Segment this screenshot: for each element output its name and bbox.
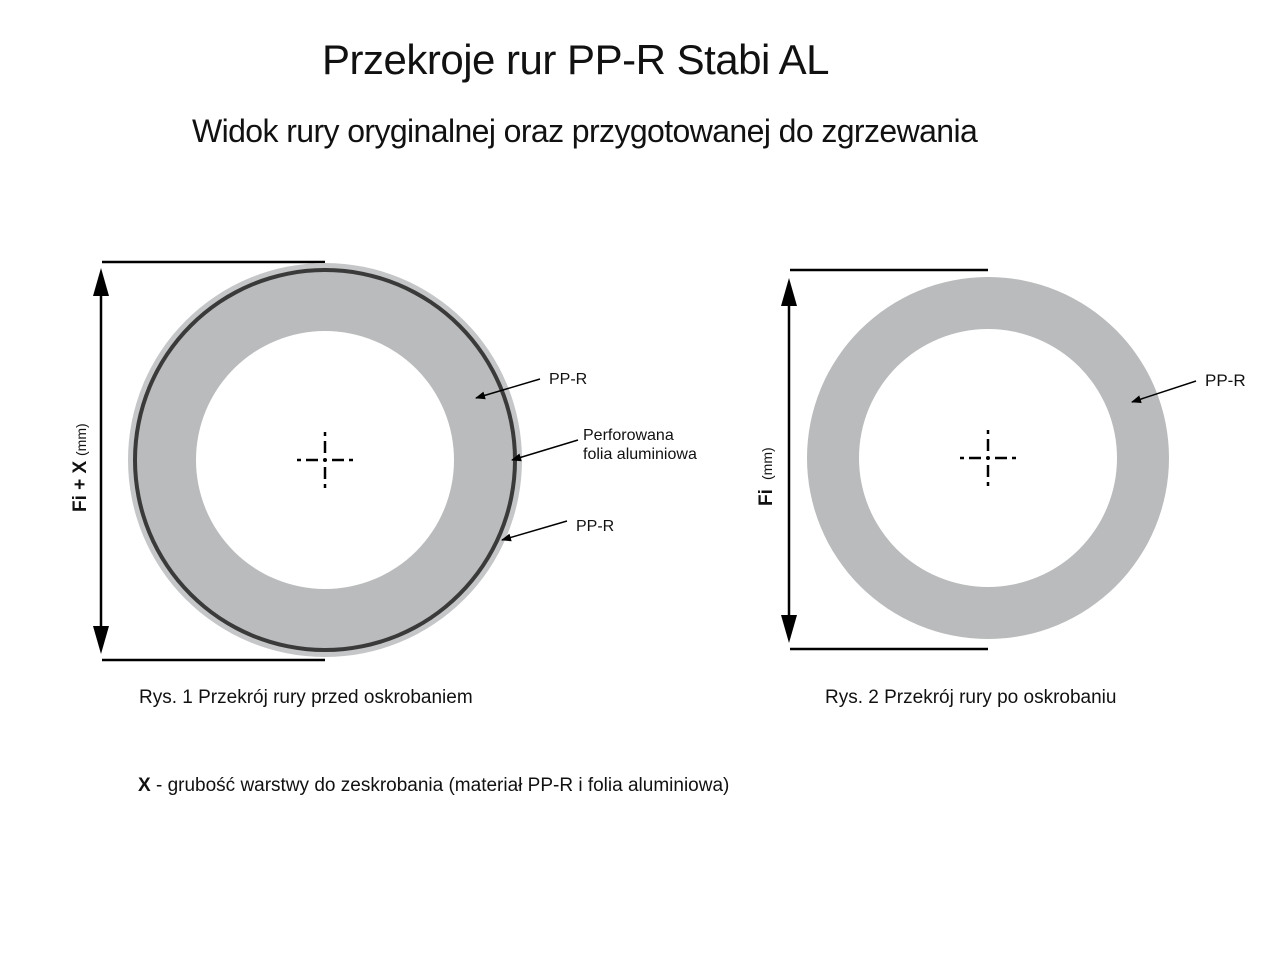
label-inner-pp-r: PP-R bbox=[549, 371, 587, 388]
dimension-label-main: Fi + X bbox=[70, 460, 91, 512]
label-outer-pp-r: PP-R bbox=[576, 518, 614, 535]
arrow-up-icon bbox=[781, 278, 797, 306]
note-text: - grubość warstwy do zeskrobania (materi… bbox=[150, 775, 730, 796]
dimension-label-fi: Fi (mm) bbox=[756, 447, 777, 506]
label-foil-line1: Perforowana bbox=[583, 427, 674, 444]
center-crosshair-icon bbox=[297, 432, 353, 488]
label-foil-line2: folia aluminiowa bbox=[583, 446, 697, 463]
figure-1-pipe-before-scraping: PP-R Perforowana folia aluminiowa PP-R F… bbox=[70, 260, 697, 662]
legend-note: X - grubość warstwy do zeskrobania (mate… bbox=[138, 775, 729, 797]
leader-arrow-foil bbox=[511, 439, 579, 462]
arrow-up-icon bbox=[93, 268, 109, 296]
leader-arrow-outer-pp-r bbox=[501, 520, 568, 542]
arrow-down-icon bbox=[781, 615, 797, 643]
page-subtitle: Widok rury oryginalnej oraz przygotowane… bbox=[192, 113, 978, 149]
note-symbol: X bbox=[138, 775, 151, 796]
page-title: Przekroje rur PP-R Stabi AL bbox=[322, 36, 830, 83]
label-pp-r: PP-R bbox=[1205, 371, 1246, 390]
dimension-label-unit: (mm) bbox=[759, 447, 775, 480]
figure-1-caption: Rys. 1 Przekrój rury przed oskrobaniem bbox=[139, 687, 473, 708]
dimension-label-unit: (mm) bbox=[73, 423, 89, 456]
arrow-down-icon bbox=[93, 626, 109, 654]
figure-2-caption: Rys. 2 Przekrój rury po oskrobaniu bbox=[825, 687, 1117, 708]
leader-arrow-pp-r bbox=[1131, 380, 1197, 403]
dimension-label-main: Fi bbox=[756, 489, 777, 506]
leader-arrow-inner-pp-r bbox=[475, 378, 541, 400]
center-crosshair-icon bbox=[960, 430, 1016, 486]
dimension-label-fi-plus-x: Fi + X (mm) bbox=[70, 423, 91, 512]
figure-2-pipe-after-scraping: PP-R Fi (mm) bbox=[756, 268, 1246, 651]
